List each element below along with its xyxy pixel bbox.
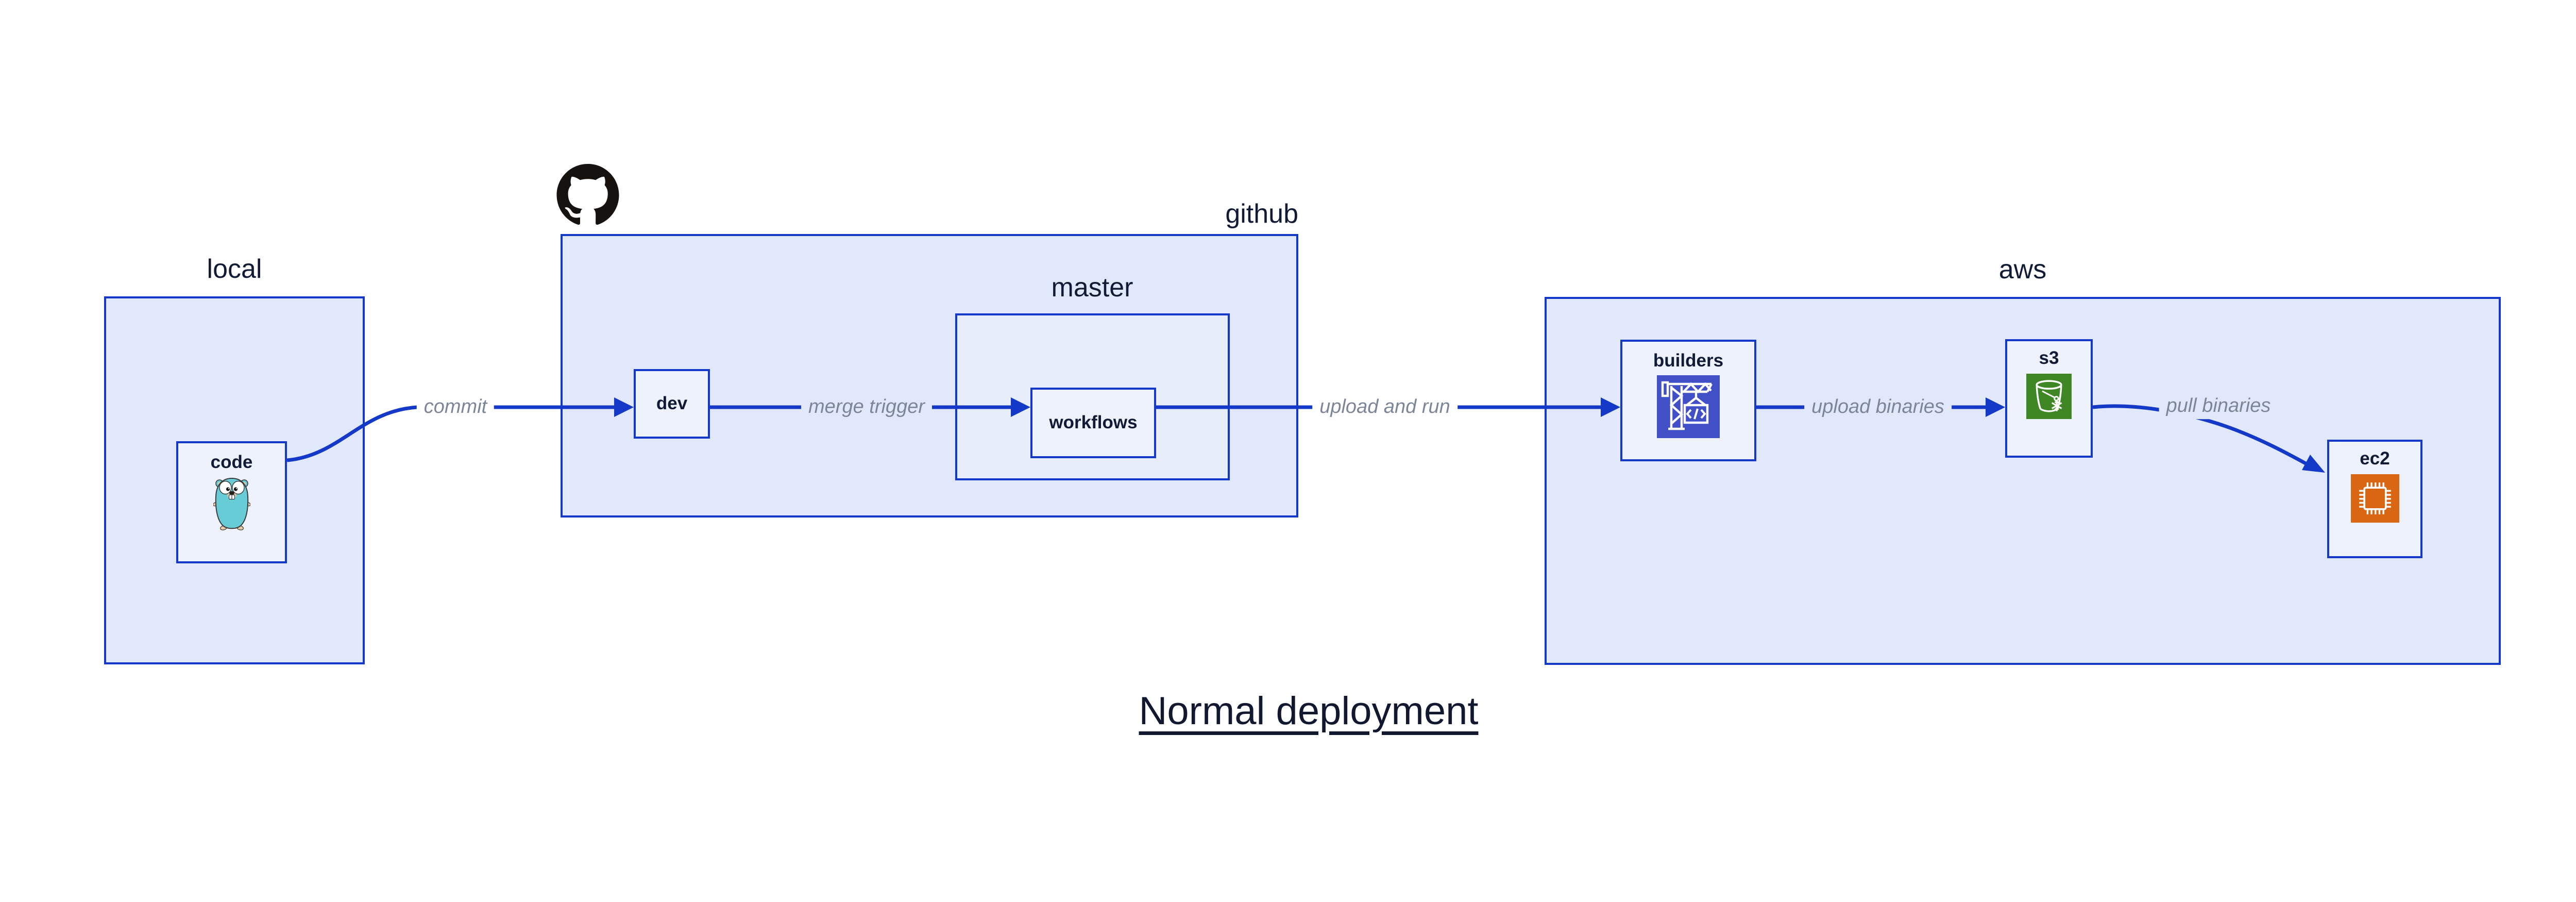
ec2-chip-icon <box>2350 474 2399 523</box>
diagram-title: Normal deployment <box>1139 689 1479 733</box>
edge-label-upload-and-run: upload and run <box>1312 394 1458 420</box>
node-code-label: code <box>210 452 253 472</box>
github-group-label: github <box>1225 199 1298 229</box>
edge-label-upload-binaries: upload binaries <box>1804 394 1952 420</box>
edge-label-pull-binaries: pull binaries <box>2159 393 2278 419</box>
local-group-label: local <box>207 254 262 284</box>
node-builders: builders <box>1620 340 1756 461</box>
github-octocat-icon <box>556 164 619 225</box>
node-code: code <box>176 441 287 563</box>
aws-group-label: aws <box>1998 255 2047 285</box>
edge-label-commit: commit <box>416 394 495 420</box>
node-workflows-label: workflows <box>1049 412 1138 433</box>
node-dev: dev <box>634 369 710 439</box>
node-builders-label: builders <box>1653 350 1724 371</box>
master-group-label: master <box>1051 273 1133 303</box>
node-s3: s3 <box>2005 339 2093 458</box>
edge-label-merge-trigger: merge trigger <box>801 394 932 420</box>
go-gopher-icon <box>213 477 250 530</box>
node-dev-label: dev <box>656 393 688 414</box>
codebuild-crane-icon <box>1657 375 1720 438</box>
node-ec2-label: ec2 <box>2360 448 2390 469</box>
node-s3-label: s3 <box>2039 348 2059 368</box>
node-workflows: workflows <box>1030 388 1156 458</box>
s3-bucket-icon <box>2026 373 2072 419</box>
node-ec2: ec2 <box>2327 440 2422 558</box>
